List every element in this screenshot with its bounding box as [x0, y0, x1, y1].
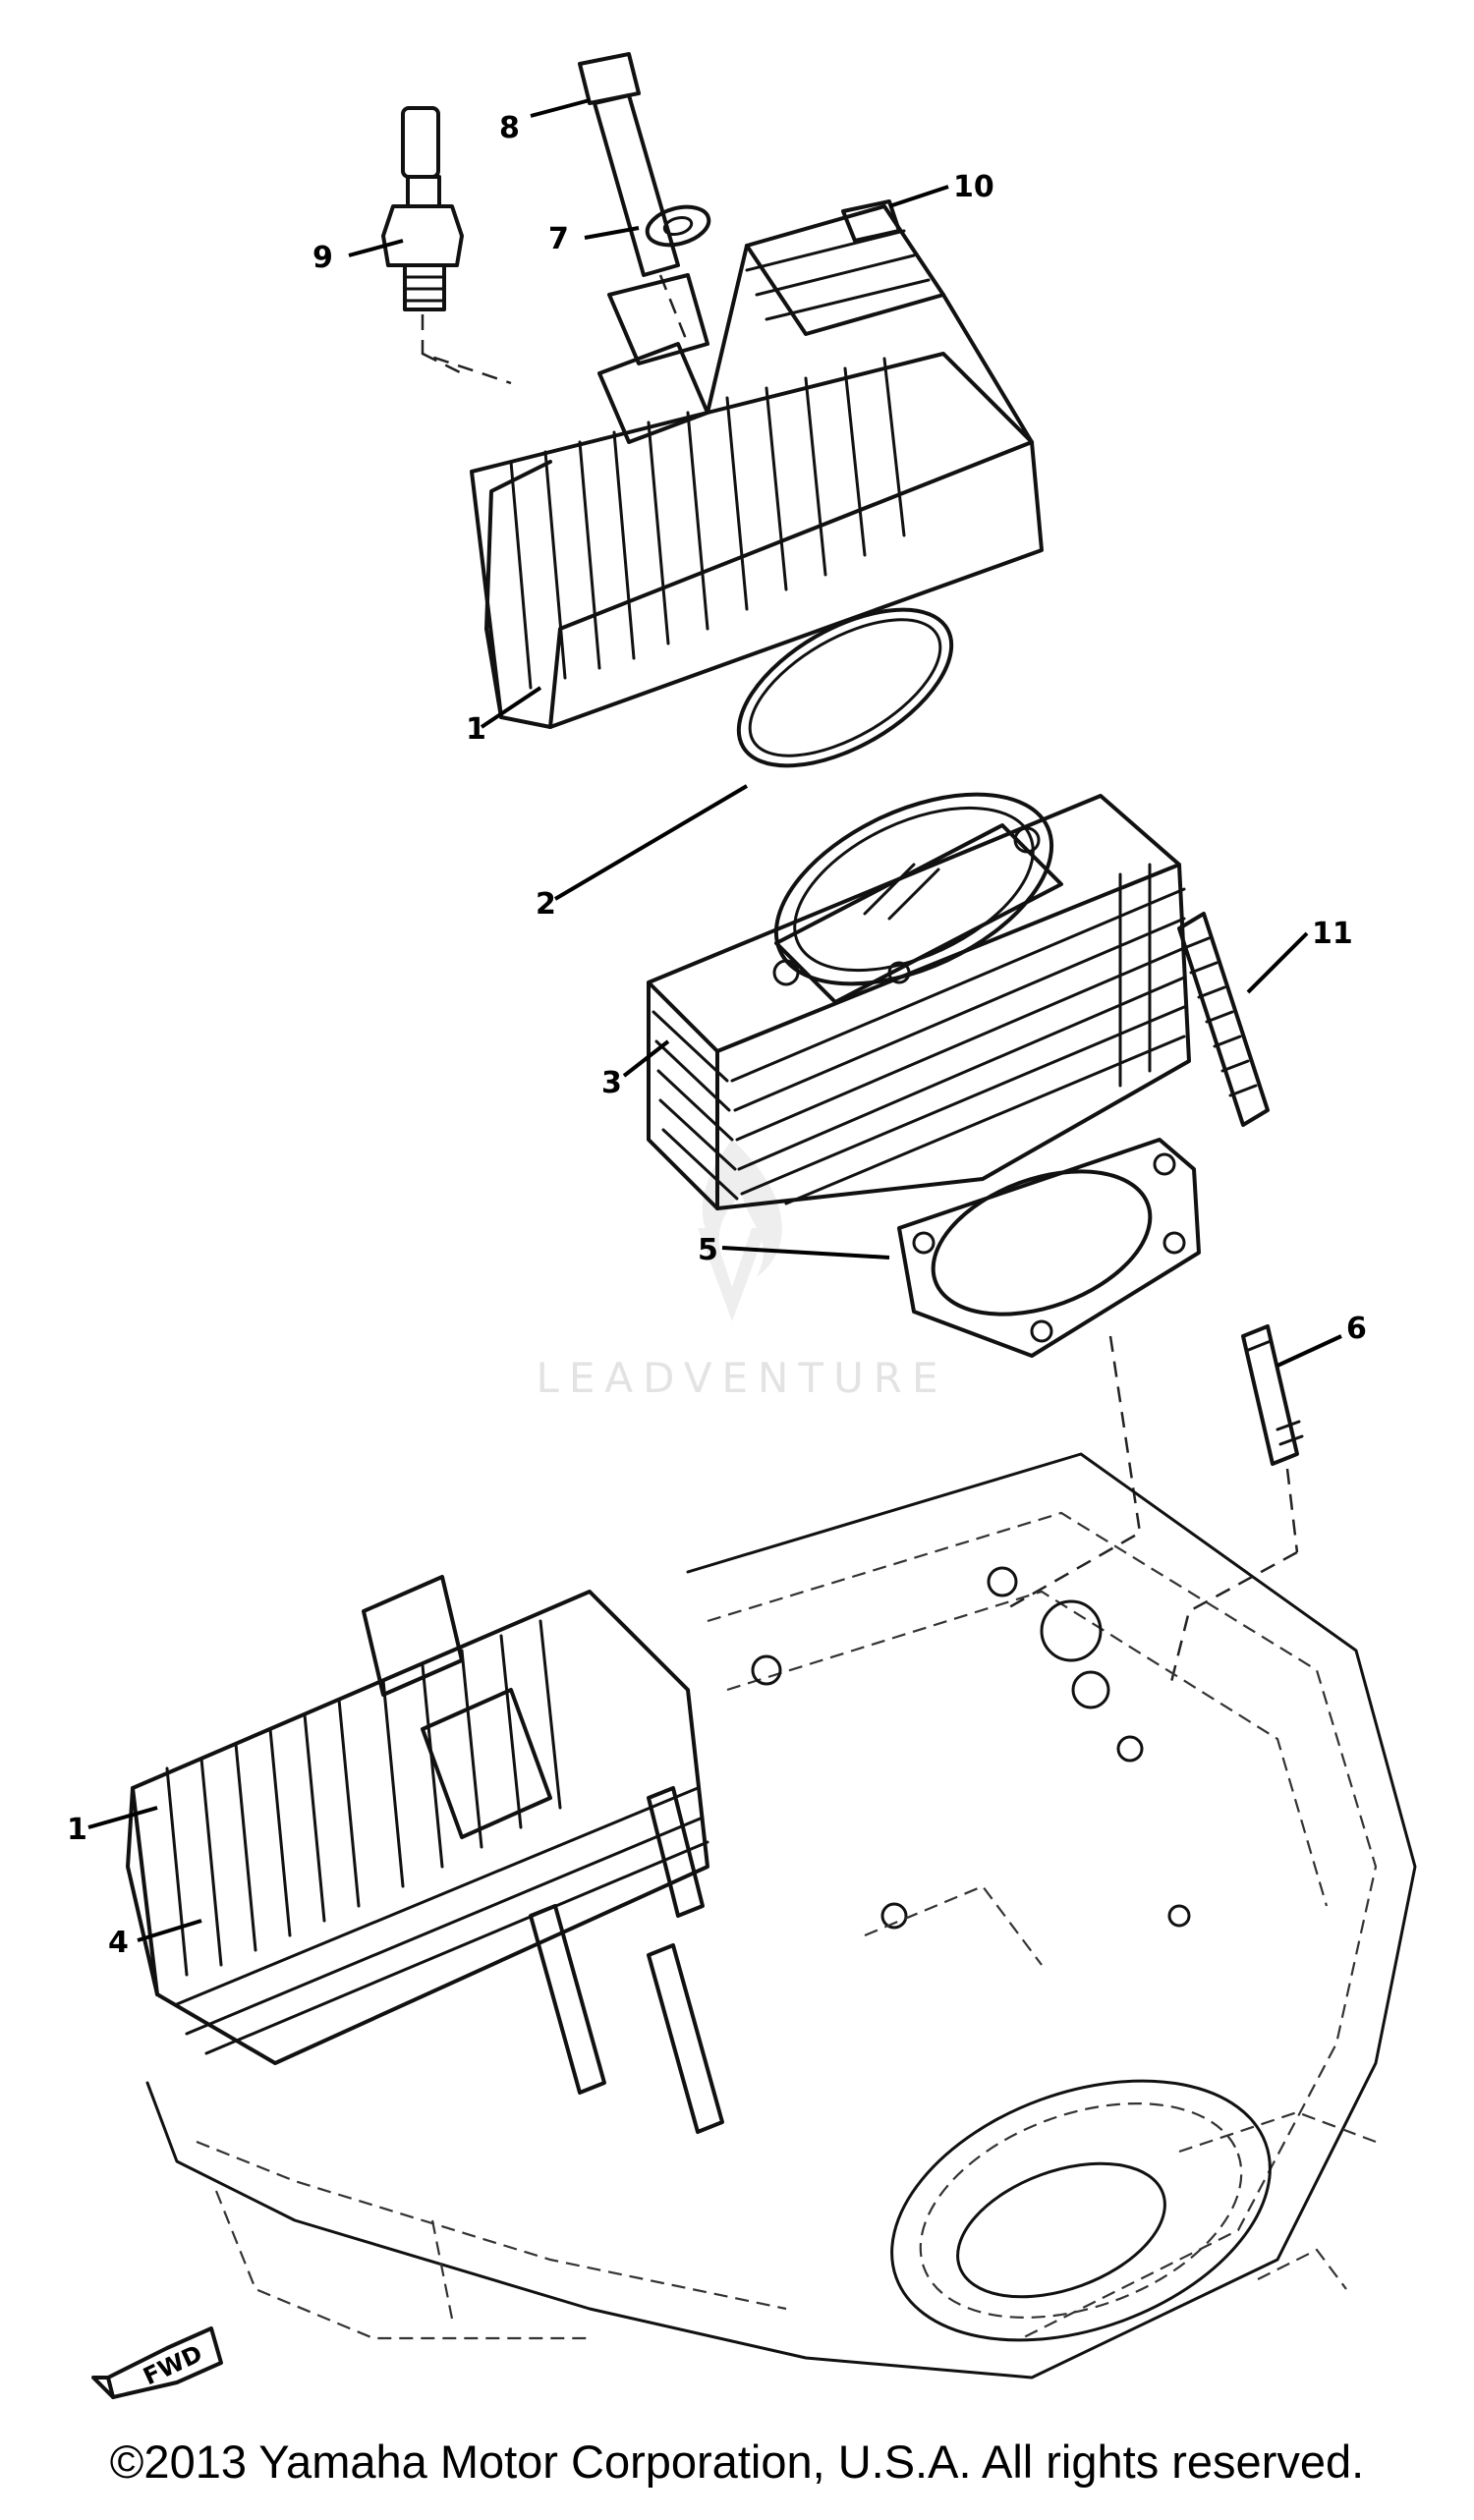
callout-9: 9	[312, 241, 333, 275]
callout-4: 4	[108, 1926, 129, 1960]
callout-7: 7	[548, 222, 569, 256]
watermark-logo	[698, 1140, 782, 1321]
base-gasket	[897, 1138, 1201, 1358]
fwd-arrow: FWD	[91, 2326, 223, 2399]
assembly-line	[1167, 1550, 1298, 1691]
callout-8: 8	[499, 111, 520, 145]
callout-3: 3	[601, 1066, 622, 1100]
callout-2: 2	[536, 887, 556, 922]
callout-6: 6	[1346, 1312, 1367, 1346]
stud-bolt	[1241, 1324, 1304, 1553]
callout-11: 11	[1312, 917, 1353, 951]
engine-assembly	[126, 1452, 1417, 2380]
washer	[645, 204, 711, 248]
copyright-notice: ©2013 Yamaha Motor Corporation, U.S.A. A…	[109, 2436, 1365, 2488]
spark-plug	[381, 106, 512, 385]
assembly-line	[1001, 1335, 1142, 1613]
callout-5: 5	[698, 1233, 718, 1267]
callout-leaders	[87, 98, 1342, 1942]
callout-numbers: 8 9 7 10 1 2 3 11 5 6 1 4	[67, 111, 1367, 1960]
crankcase-hose	[1177, 912, 1270, 1127]
watermark-text: LEADVENTURE	[536, 1354, 948, 1402]
callout-1: 1	[466, 712, 486, 747]
callout-1-lower: 1	[67, 1813, 87, 1847]
cylinder	[647, 792, 1191, 1210]
callout-10: 10	[953, 170, 994, 204]
cylinder-head-upper	[470, 204, 1044, 729]
head-bolt	[578, 52, 690, 345]
head-gasket	[736, 607, 954, 768]
